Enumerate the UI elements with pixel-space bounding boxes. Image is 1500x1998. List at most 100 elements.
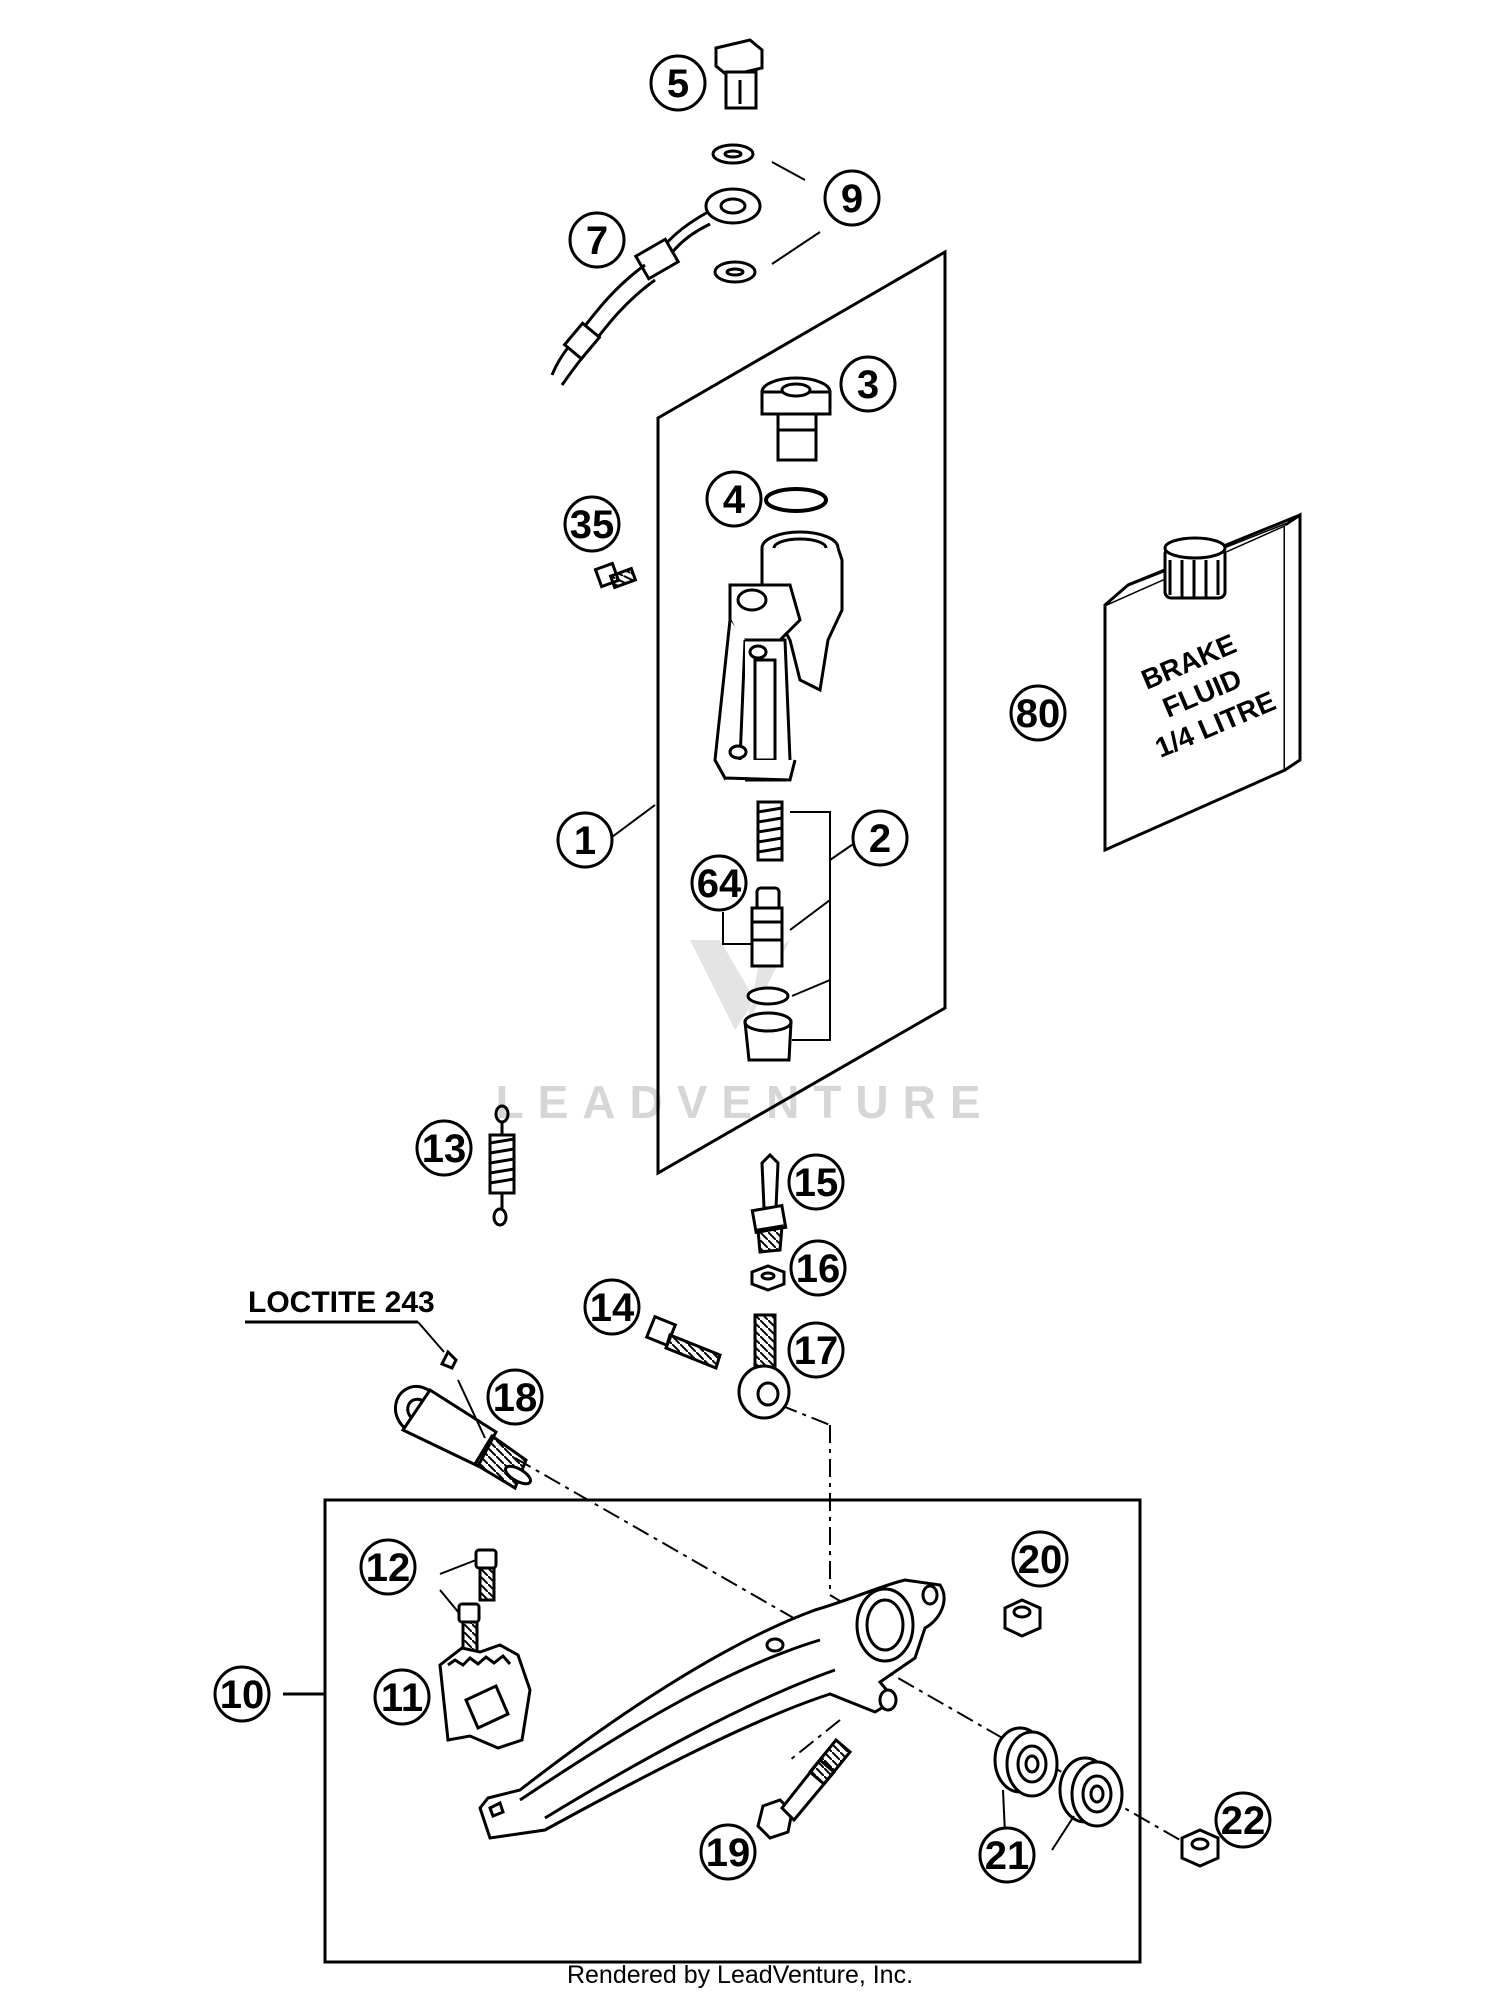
callout-number: 19 bbox=[706, 1831, 751, 1875]
reservoir-cap bbox=[760, 376, 832, 462]
bearings bbox=[993, 1726, 1124, 1828]
callout-number: 10 bbox=[220, 1673, 265, 1717]
callout-circle bbox=[787, 1321, 845, 1379]
callout-11: 11 bbox=[373, 1668, 431, 1726]
callout-4: 4 bbox=[705, 470, 763, 528]
callout-number: 5 bbox=[667, 62, 689, 106]
callout-circle bbox=[823, 169, 881, 227]
callout-21: 21 bbox=[978, 1826, 1036, 1884]
bleed-screw bbox=[750, 1152, 788, 1254]
axle-nut bbox=[1180, 1828, 1220, 1868]
callout-number: 35 bbox=[570, 503, 615, 547]
loctite-leader bbox=[417, 1321, 445, 1353]
callout-19: 19 bbox=[699, 1823, 757, 1881]
callout-number: 9 bbox=[841, 177, 863, 221]
callout-12-leaders bbox=[439, 1559, 477, 1614]
callout-circle bbox=[415, 1119, 473, 1177]
callout-circle bbox=[787, 1153, 845, 1211]
return-spring bbox=[488, 1104, 516, 1227]
callout-circle bbox=[699, 1823, 757, 1881]
callout-number: 1 bbox=[574, 819, 596, 863]
callout-10: 10 bbox=[213, 1665, 271, 1723]
brake-pedal-assembly-outline bbox=[323, 1498, 1142, 1964]
callout-18-leader bbox=[457, 1379, 486, 1439]
callout-64: 64 bbox=[690, 854, 748, 912]
callout-circle bbox=[649, 54, 707, 112]
callout-circle bbox=[563, 495, 621, 553]
callout-number: 3 bbox=[857, 363, 879, 407]
small-screw bbox=[593, 561, 638, 590]
step-screws bbox=[457, 1548, 498, 1656]
callout-number: 18 bbox=[493, 1376, 538, 1420]
callout-1-leader bbox=[607, 804, 656, 841]
callout-circle bbox=[486, 1368, 544, 1426]
callout-number: 15 bbox=[794, 1161, 839, 1205]
callout-number: 17 bbox=[794, 1329, 839, 1373]
callout-number: 22 bbox=[1221, 1799, 1266, 1843]
callout-16: 16 bbox=[789, 1239, 847, 1297]
callout-circle bbox=[690, 854, 748, 912]
callout-20: 20 bbox=[1011, 1530, 1069, 1588]
callout-number: 20 bbox=[1018, 1538, 1063, 1582]
callout-circle bbox=[556, 811, 614, 869]
callout-circle bbox=[568, 211, 626, 269]
o-ring bbox=[764, 487, 828, 513]
callout-leaders-top bbox=[771, 161, 821, 265]
callout-number: 7 bbox=[586, 219, 608, 263]
callout-number: 80 bbox=[1016, 692, 1061, 736]
callout-17: 17 bbox=[787, 1321, 845, 1379]
callout-circle bbox=[705, 470, 763, 528]
callout-5: 5 bbox=[649, 54, 707, 112]
banjo-bolt bbox=[714, 38, 764, 110]
brake-fluid-can bbox=[1103, 512, 1302, 853]
foot-step bbox=[438, 1643, 532, 1750]
callout-circle bbox=[1009, 684, 1067, 742]
callout-2: 2 bbox=[851, 809, 909, 867]
callout-80: 80 bbox=[1009, 684, 1067, 742]
brake-pedal bbox=[478, 1578, 946, 1840]
master-cylinder-kit-outline bbox=[656, 249, 947, 1176]
callout-64-leader bbox=[722, 912, 752, 945]
piston-kit bbox=[743, 800, 793, 1062]
callout-circle bbox=[1214, 1791, 1272, 1849]
callout-number: 4 bbox=[723, 478, 746, 522]
sealing-washers bbox=[711, 143, 757, 284]
lock-nut bbox=[1003, 1598, 1042, 1638]
callout-circle bbox=[583, 1278, 641, 1336]
loctite-drop bbox=[439, 1349, 458, 1370]
callout-number: 13 bbox=[422, 1127, 467, 1171]
callout-number: 64 bbox=[697, 862, 742, 906]
callout-circle bbox=[359, 1538, 417, 1596]
pedal-stop-screw bbox=[756, 1737, 853, 1840]
pivot-bolt bbox=[393, 1384, 532, 1491]
callout-number: 2 bbox=[869, 817, 891, 861]
callout-7: 7 bbox=[568, 211, 626, 269]
callout-18: 18 bbox=[486, 1368, 544, 1426]
callout-circle bbox=[851, 809, 909, 867]
callout-9: 9 bbox=[823, 169, 881, 227]
callout-22: 22 bbox=[1214, 1791, 1272, 1849]
callout-circle bbox=[789, 1239, 847, 1297]
watermark-text: LEADVENTURE bbox=[495, 1076, 994, 1128]
callout-number: 11 bbox=[381, 1676, 423, 1720]
push-rod-bolt bbox=[644, 1314, 722, 1370]
callout-circle bbox=[1011, 1530, 1069, 1588]
callout-circle bbox=[213, 1665, 271, 1723]
callout-number: 14 bbox=[590, 1286, 635, 1330]
brake-hose bbox=[550, 187, 762, 386]
callout-number: 21 bbox=[985, 1834, 1030, 1878]
callout-circle bbox=[373, 1668, 431, 1726]
hex-nut bbox=[750, 1264, 786, 1292]
footer-credit: Rendered by LeadVenture, Inc. bbox=[567, 1961, 913, 1989]
callout-12: 12 bbox=[359, 1538, 417, 1596]
callout-1: 1 bbox=[556, 811, 614, 869]
loctite-label: LOCTITE 243 bbox=[248, 1286, 435, 1319]
callout-number: 16 bbox=[796, 1247, 841, 1291]
callout-3: 3 bbox=[839, 355, 897, 413]
callout-circle bbox=[978, 1826, 1036, 1884]
master-cylinder-body bbox=[713, 530, 844, 782]
piston-kit-bracket bbox=[789, 811, 863, 1041]
